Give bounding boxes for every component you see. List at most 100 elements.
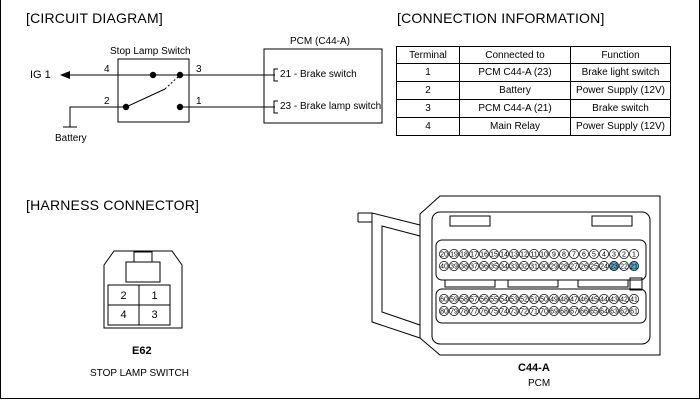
circuit-diagram-heading: [CIRCUIT DIAGRAM] <box>26 10 163 26</box>
pcm-title: PCM (C44-A) <box>290 36 351 47</box>
c44a-pin-label: 47 <box>570 296 578 303</box>
ig1-arrow <box>60 71 70 79</box>
c44a-pin-11 <box>529 249 539 259</box>
c44a-pin-52 <box>519 294 529 304</box>
pin-1-label: 1 <box>196 96 202 107</box>
c44a-pin-80 <box>439 306 449 316</box>
c44a-lower-block <box>435 288 647 324</box>
c44a-pin-78 <box>459 306 469 316</box>
c44a-pin-5 <box>589 249 599 259</box>
c44a-pin-44 <box>599 294 609 304</box>
c44a-pin-24 <box>599 261 609 271</box>
c44a-pin-29 <box>549 261 559 271</box>
c44a-name: PCM <box>528 378 551 389</box>
c44a-pin-label: 68 <box>560 308 568 315</box>
c44a-pin-label: 32 <box>520 263 528 270</box>
c44a-pin-18 <box>459 249 469 259</box>
battery-wire <box>69 106 126 127</box>
c44a-upper-block <box>435 239 647 281</box>
c44a-pin-60 <box>439 294 449 304</box>
c44a-pin-label: 73 <box>510 308 518 315</box>
pin-4-label: 4 <box>104 64 110 75</box>
c44a-pin-21 <box>629 261 639 271</box>
c44a-pin-22 <box>619 261 629 271</box>
c44a-pin-label: 69 <box>550 308 558 315</box>
c44a-pin-label: 76 <box>480 308 488 315</box>
c44a-pin-32 <box>519 261 529 271</box>
c44a-pin-label: 2 <box>622 251 626 258</box>
c44a-pin-label: 11 <box>530 251 537 258</box>
c44a-pin-label: 59 <box>450 296 458 303</box>
e62-pin: 4 <box>120 309 127 321</box>
c44a-pin-14 <box>499 249 509 259</box>
c44a-pin-64 <box>599 306 609 316</box>
c44a-pin-label: 64 <box>600 308 608 315</box>
stop-lamp-switch-box <box>117 58 190 123</box>
c44a-pin-61 <box>629 306 639 316</box>
c44a-pin-label: 51 <box>530 296 538 303</box>
c44a-pin-label: 62 <box>620 308 628 315</box>
c44a-pin-74 <box>499 306 509 316</box>
c44a-pin-label: 26 <box>580 263 588 270</box>
pcm-line-21: 21 - Brake switch <box>280 69 357 80</box>
c44a-pin-26 <box>579 261 589 271</box>
c44a-pin-label: 34 <box>500 263 508 270</box>
c44a-pin-3 <box>609 249 619 259</box>
c44a-pin-label: 3 <box>612 251 616 258</box>
c44a-pin-label: 24 <box>600 263 608 270</box>
cell-terminal: 4 <box>396 117 460 136</box>
c44a-pin-label: 13 <box>510 251 518 258</box>
c44a-pin-10 <box>539 249 549 259</box>
c44a-pin-15 <box>489 249 499 259</box>
c44a-pin-label: 61 <box>630 308 638 315</box>
switch-link <box>164 74 181 90</box>
c44a-pin-28 <box>559 261 569 271</box>
c44a-pin-label: 45 <box>590 296 598 303</box>
c44a-pin-13 <box>509 249 519 259</box>
c44a-pin-label: 16 <box>480 251 488 258</box>
c44a-pin-40 <box>439 261 449 271</box>
c44a-pin-36 <box>479 261 489 271</box>
c44a-pin-label: 72 <box>520 308 528 315</box>
c44a-pin-67 <box>569 306 579 316</box>
c44a-pin-label: 46 <box>580 296 588 303</box>
c44a-pin-label: 60 <box>440 296 448 303</box>
c44a-pin-label: 25 <box>590 263 598 270</box>
c44a-pin-label: 33 <box>510 263 518 270</box>
e62-code: E62 <box>132 345 152 357</box>
c44a-pin-8 <box>559 249 569 259</box>
table-row: 2 Battery Power Supply (12V) <box>396 81 671 100</box>
c44a-pin-label: 50 <box>540 296 548 303</box>
c44a-pin-17 <box>469 249 479 259</box>
c44a-pin-label: 4 <box>602 251 606 258</box>
c44a-pin-2 <box>619 249 629 259</box>
cell-function: Power Supply (12V) <box>570 117 671 136</box>
c44a-pin-27 <box>569 261 579 271</box>
c44a-pin-label: 10 <box>540 251 548 258</box>
c44a-pin-label: 53 <box>510 296 518 303</box>
e62-pin: 3 <box>151 309 158 321</box>
c44a-pin-label: 55 <box>490 296 498 303</box>
c44a-pin-75 <box>489 306 499 316</box>
c44a-pin-label: 37 <box>470 263 478 270</box>
c44a-pin-70 <box>539 306 549 316</box>
c44a-pin-31 <box>529 261 539 271</box>
c44a-pin-label: 66 <box>580 308 588 315</box>
c44a-pin-label: 27 <box>570 263 578 270</box>
cell-connected-to: Main Relay <box>459 117 571 136</box>
c44a-pin-63 <box>609 306 619 316</box>
c44a-pin-65 <box>589 306 599 316</box>
pcm-box <box>263 48 383 124</box>
pin-2-label: 2 <box>104 96 110 107</box>
c44a-pin-77 <box>469 306 479 316</box>
c44a-pin-label: 43 <box>610 296 618 303</box>
c44a-pin-58 <box>459 294 469 304</box>
table-row: 1 PCM C44-A (23) Brake light switch <box>396 63 671 82</box>
c44a-pin-69 <box>549 306 559 316</box>
c44a-pin-54 <box>499 294 509 304</box>
c44a-pin-label: 78 <box>460 308 468 315</box>
c44a-pin-7 <box>569 249 579 259</box>
